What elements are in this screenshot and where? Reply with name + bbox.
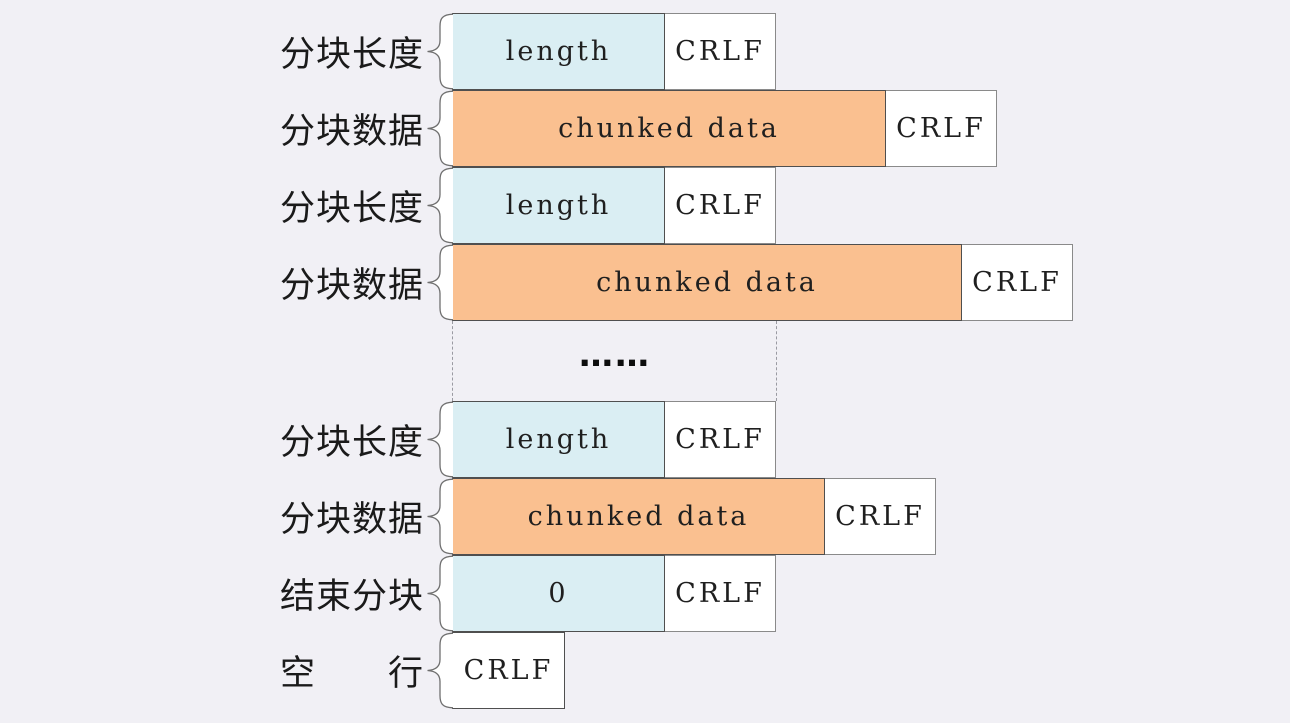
crlf-cell: CRLF xyxy=(961,244,1073,321)
zero-cell: 0 xyxy=(452,555,665,632)
row-chunk-data: 分块数据 chunked data CRLF xyxy=(262,478,936,555)
row-label: 分块长度 xyxy=(279,423,424,463)
row-label: 分块数据 xyxy=(279,112,424,152)
row-cells: chunked data CRLF xyxy=(452,478,936,555)
row-label: 空 行 xyxy=(279,654,424,694)
crlf-cell: CRLF xyxy=(664,13,776,90)
brace-icon xyxy=(424,632,454,709)
row-label: 分块数据 xyxy=(279,266,424,306)
length-cell: length xyxy=(452,167,665,244)
row-label: 分块数据 xyxy=(279,500,424,540)
brace-icon xyxy=(424,478,454,555)
row-end-chunk: 结束分块 0 CRLF xyxy=(262,555,776,632)
length-cell: length xyxy=(452,401,665,478)
brace-icon xyxy=(424,555,454,632)
row-empty-line: 空 行 CRLF xyxy=(262,632,565,709)
row-label: 结束分块 xyxy=(279,577,424,617)
row-chunk-data: 分块数据 chunked data CRLF xyxy=(262,244,1073,321)
crlf-cell: CRLF xyxy=(664,555,776,632)
row-cells: CRLF xyxy=(452,632,565,709)
crlf-cell: CRLF xyxy=(885,90,997,167)
dashed-guide-left xyxy=(452,321,453,401)
brace-icon xyxy=(424,13,454,90)
crlf-cell: CRLF xyxy=(452,632,565,709)
brace-icon xyxy=(424,90,454,167)
row-chunk-length: 分块长度 length CRLF xyxy=(262,13,776,90)
row-cells: length CRLF xyxy=(452,167,776,244)
ellipsis-text: …… xyxy=(579,335,651,375)
row-cells: length CRLF xyxy=(452,401,776,478)
length-cell: length xyxy=(452,13,665,90)
brace-icon xyxy=(424,401,454,478)
brace-icon xyxy=(424,244,454,321)
row-chunk-data: 分块数据 chunked data CRLF xyxy=(262,90,997,167)
row-label: 分块长度 xyxy=(279,189,424,229)
row-label: 分块长度 xyxy=(279,35,424,75)
brace-icon xyxy=(424,167,454,244)
chunked-data-cell: chunked data xyxy=(452,478,825,555)
dashed-guide-right xyxy=(776,321,777,401)
row-cells: length CRLF xyxy=(452,13,776,90)
row-cells: chunked data CRLF xyxy=(452,244,1073,321)
crlf-cell: CRLF xyxy=(664,401,776,478)
chunked-data-cell: chunked data xyxy=(452,90,886,167)
row-chunk-length: 分块长度 length CRLF xyxy=(262,401,776,478)
crlf-cell: CRLF xyxy=(824,478,936,555)
row-cells: 0 CRLF xyxy=(452,555,776,632)
row-cells: chunked data CRLF xyxy=(452,90,997,167)
row-chunk-length: 分块长度 length CRLF xyxy=(262,167,776,244)
chunked-data-cell: chunked data xyxy=(452,244,962,321)
crlf-cell: CRLF xyxy=(664,167,776,244)
